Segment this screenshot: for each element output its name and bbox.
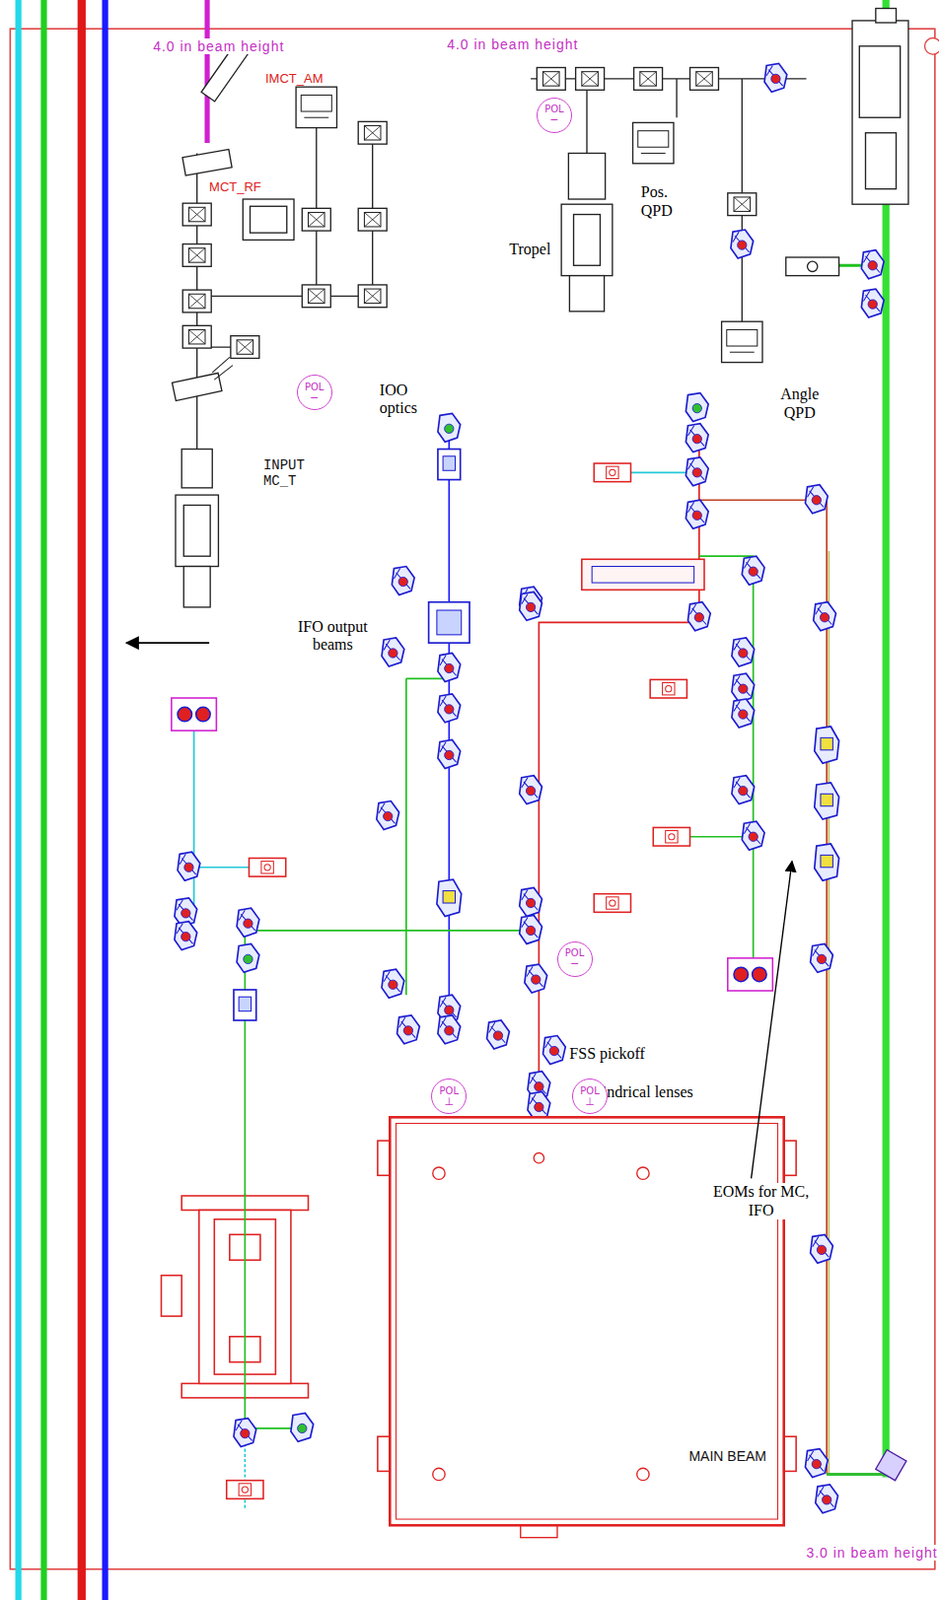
- table-corner-mark: [925, 38, 939, 56]
- part-name: Angle QPD: [770, 385, 829, 423]
- polarizer-label: POL: [579, 1086, 599, 1097]
- polarizer-label: POL: [544, 104, 564, 115]
- table-border: [9, 28, 936, 1571]
- polarization-marker: POL−: [536, 97, 573, 134]
- laser-head: [377, 1117, 796, 1538]
- polarization-marker: POL⊥: [572, 1079, 608, 1115]
- isolator-beam: [244, 1194, 247, 1401]
- callout-note: FSS pickoff: [567, 1045, 648, 1064]
- photodiode-name: MCT_RF: [207, 179, 264, 195]
- magenta-beam: [204, 0, 210, 144]
- callout-arrows: [126, 643, 793, 1179]
- polarization-symbol: ⊥: [444, 1096, 455, 1108]
- polarizer-label: POL: [304, 382, 324, 393]
- callout-note: IFO output beams: [288, 618, 377, 655]
- polarizer-label: POL: [565, 948, 584, 959]
- polarization-symbol: ⊥: [584, 1096, 595, 1108]
- beam-height-note: 4.0 in beam height: [150, 38, 287, 55]
- callout-note: EOMs for MC, IFO: [707, 1183, 815, 1221]
- output-beams: [18, 0, 106, 1600]
- long-device: [581, 559, 705, 590]
- part-name: Tropel: [506, 240, 553, 259]
- polarization-symbol: −: [549, 114, 559, 126]
- isolator: [160, 1196, 308, 1399]
- polarization-marker: POL⊥: [431, 1079, 467, 1115]
- top-right-optics: [530, 8, 909, 328]
- periscope: [875, 1450, 907, 1482]
- top-left-optics: [171, 41, 372, 607]
- polarization-symbol: −: [309, 392, 319, 404]
- beam-height-note: 3.0 in beam height: [803, 1545, 939, 1562]
- polarization-marker: POL−: [557, 941, 593, 978]
- polarizer-label: POL: [439, 1086, 459, 1097]
- beam-height-note: 4.0 in beam height: [444, 36, 580, 53]
- blue-box: [429, 602, 470, 644]
- polarization-symbol: −: [570, 958, 579, 970]
- part-name: INPUT MC_T: [261, 457, 327, 492]
- polarization-marker: POL−: [296, 374, 333, 411]
- green-beam: [882, 0, 890, 1479]
- beam-name: MAIN BEAM: [686, 1448, 769, 1465]
- photodiode-name: IMCT_AM: [263, 71, 326, 86]
- part-name: Pos. QPD: [639, 183, 691, 220]
- part-name: IOO optics: [377, 381, 436, 419]
